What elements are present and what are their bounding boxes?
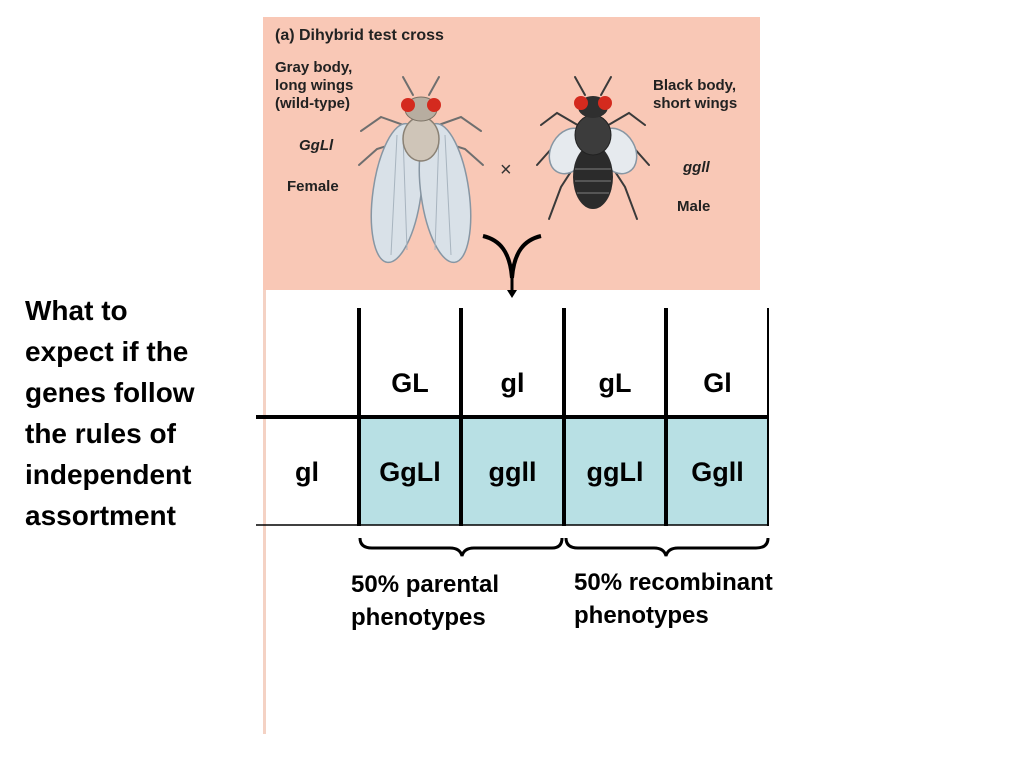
parental-caption: 50% parental phenotypes: [351, 571, 500, 631]
offspring-cell-1: GgLl: [379, 456, 441, 487]
male-fly-illustration: [536, 76, 650, 220]
gamete-row-label: gl: [295, 456, 319, 487]
offspring-cell-4: Ggll: [691, 456, 744, 487]
gamete-header-4: Gl: [703, 367, 732, 398]
male-label: Male: [677, 198, 711, 215]
figure-title: (a) Dihybrid test cross: [275, 27, 444, 44]
parental-brace: [358, 537, 564, 557]
offspring-cell-2: ggll: [488, 456, 537, 487]
cross-symbol: ×: [500, 159, 512, 181]
gamete-header-2: gl: [500, 367, 525, 398]
female-genotype: GgLl: [299, 137, 334, 154]
gamete-header-3: gL: [598, 367, 632, 398]
offspring-cell-3: ggLl: [586, 456, 644, 487]
male-genotype: ggll: [683, 159, 710, 176]
recombinant-caption: 50% recombinant phenotypes: [574, 569, 773, 629]
gamete-header-1: GL: [391, 367, 429, 398]
side-note: What to expect if the genes follow the r…: [25, 295, 195, 531]
page-gutter-line: [263, 290, 266, 734]
male-description: Black body, short wings: [653, 77, 738, 112]
female-description: Gray body, long wings (wild-type): [275, 59, 354, 112]
recombinant-brace: [564, 537, 770, 557]
test-cross-figure: (a) Dihybrid test cross Gray body, long …: [263, 17, 760, 290]
female-fly-illustration: [358, 76, 484, 264]
female-label: Female: [287, 178, 339, 195]
